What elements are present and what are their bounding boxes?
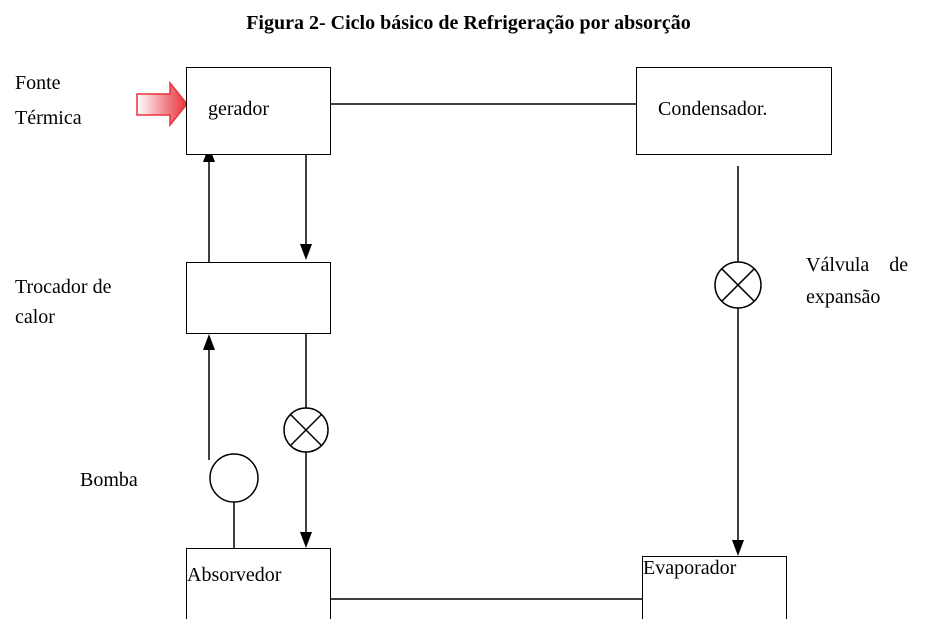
figure-title: Figura 2- Ciclo básico de Refrigeração p… [246, 12, 691, 34]
bomba-label: Bomba [80, 469, 138, 491]
absorvedor-box: Absorvedor [186, 548, 331, 619]
evaporador-clip: Evaporador [642, 556, 788, 619]
valvula-label-line2: expansão [806, 286, 881, 308]
fonte-termica-label-line2: Térmica [15, 107, 82, 129]
heat-input-arrow [136, 80, 188, 128]
trocador-label-line2-clip: calor [15, 305, 135, 325]
gerador-box: gerador [186, 67, 331, 155]
absorvedor-clip: Absorvedor [186, 548, 332, 619]
trocador-box [186, 262, 331, 334]
absorvedor-label: Absorvedor [187, 564, 282, 586]
expansion-valve-symbol-left [283, 407, 329, 453]
arrowhead-into-evaporador [732, 540, 744, 556]
condensador-box: Condensador. [636, 67, 832, 155]
valvula-label-line1: Válvula de [806, 254, 909, 276]
condensador-label: Condensador. [658, 98, 768, 120]
expansion-valve-symbol-right [714, 261, 762, 309]
trocador-label-line1: Trocador de [15, 276, 112, 298]
arrowhead-into-trocador-bottom [203, 334, 215, 350]
gerador-label: gerador [208, 98, 270, 120]
evaporador-label: Evaporador [643, 557, 737, 579]
pump-symbol [209, 453, 259, 503]
trocador-label-line2: calor [15, 306, 55, 325]
evaporador-box: Evaporador [642, 556, 787, 619]
fonte-termica-label-line1: Fonte [15, 72, 61, 94]
arrowhead-into-absorvedor [300, 532, 312, 548]
arrowhead-into-trocador [300, 244, 312, 260]
